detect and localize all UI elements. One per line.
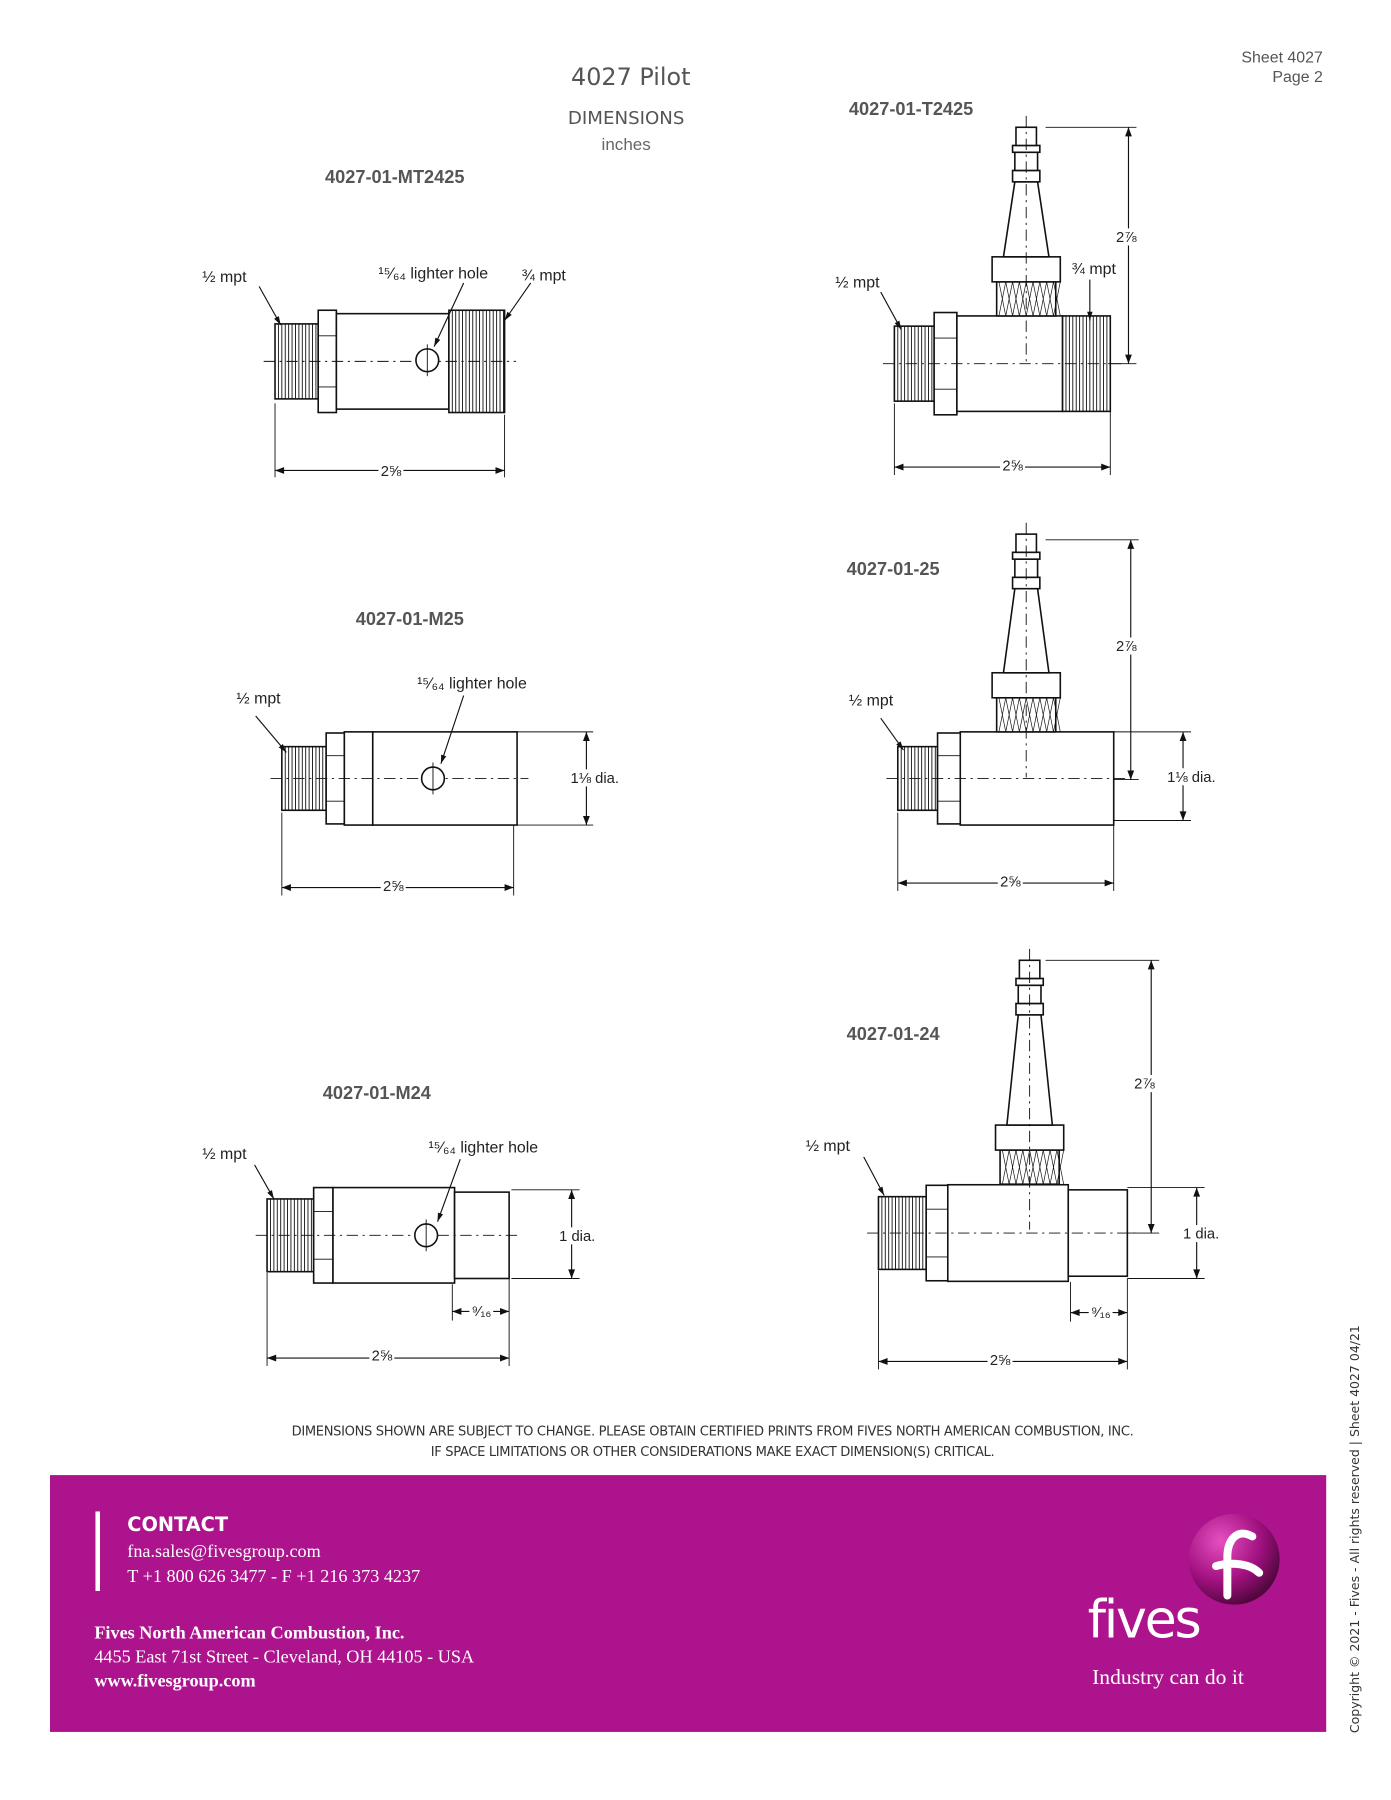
- height-dimension: 2⅞: [1113, 228, 1139, 246]
- knurl: [1039, 697, 1047, 732]
- model-label: 4027-01-M24: [322, 1084, 431, 1104]
- model-label: 4027-01-M25: [355, 610, 464, 630]
- page-number: Page 2: [1272, 67, 1323, 86]
- model-label: 4027-01-MT2425: [325, 168, 465, 188]
- model-label: 4027-01-24: [846, 1025, 940, 1045]
- knurl: [1029, 1150, 1037, 1185]
- height-dimension: 2⅞: [1131, 1075, 1157, 1093]
- knurl: [998, 281, 1007, 316]
- tip-dimension: ⁹⁄₁₆: [469, 1302, 494, 1320]
- knurl: [1002, 1150, 1010, 1185]
- knurl: [1056, 1150, 1065, 1185]
- knurl: [1019, 697, 1027, 732]
- inlet-label: ½ mpt: [202, 1144, 247, 1163]
- diameter-dimension: 1⅛ dia.: [568, 769, 622, 787]
- knurl: [1039, 281, 1047, 316]
- knurl: [1049, 1150, 1058, 1185]
- leader-line: [433, 282, 465, 347]
- copyright-notice: Copyright © 2021 - Fives - All rights re…: [1347, 1325, 1363, 1734]
- leader-arrow: [877, 1186, 885, 1196]
- dimension-arrow: [1193, 1187, 1201, 1279]
- length-dimension: 2⅝: [380, 877, 406, 895]
- fives-logo-icon: [1188, 1513, 1280, 1605]
- disclaimer-line-1: DIMENSIONS SHOWN ARE SUBJECT TO CHANGE. …: [291, 1422, 1134, 1439]
- contact-email[interactable]: fna.sales@fivesgroup.com: [127, 1542, 321, 1562]
- inlet-label: ½ mpt: [236, 688, 281, 707]
- knurl: [1036, 1150, 1044, 1185]
- page-title: 4027 Pilot: [571, 63, 691, 91]
- knurl: [998, 697, 1007, 732]
- knurl: [1053, 281, 1061, 316]
- knurl: [1042, 1150, 1051, 1185]
- leader-line: [440, 695, 465, 764]
- logo-wordmark: fives: [1087, 1588, 1202, 1651]
- knurl: [1005, 281, 1013, 316]
- knurl: [1022, 1150, 1030, 1185]
- leader-line: [436, 1158, 461, 1222]
- knurl: [1012, 281, 1020, 316]
- inlet-label: ½ mpt: [835, 272, 880, 291]
- contact-heading: CONTACT: [127, 1513, 229, 1537]
- knurl: [1025, 281, 1034, 316]
- company-address: 4455 East 71st Street - Cleveland, OH 44…: [94, 1647, 475, 1668]
- leader-arrow: [504, 311, 512, 321]
- leader-arrow: [267, 1190, 274, 1199]
- contact-phone: T +1 800 626 3477 - F +1 216 373 4237: [127, 1567, 421, 1587]
- dimension-arrow: [568, 1189, 576, 1279]
- tip-dimension: ⁹⁄₁₆: [1088, 1303, 1114, 1321]
- inlet-label: ½ mpt: [805, 1136, 850, 1155]
- knurl: [1046, 281, 1054, 316]
- knurl: [1025, 697, 1034, 732]
- hole-label: ¹⁵⁄₆₄ lighter hole: [378, 263, 489, 282]
- leader-arrow: [434, 337, 441, 347]
- leader-arrow: [894, 320, 902, 330]
- leader-arrow: [278, 743, 287, 753]
- model-label: 4027-01-T2425: [848, 100, 974, 120]
- inlet-label: ½ mpt: [848, 690, 894, 710]
- leader-arrow: [896, 741, 904, 751]
- knurl: [1012, 697, 1020, 732]
- outlet-label: ¾ mpt: [1071, 259, 1116, 278]
- footer: CONTACT fna.sales@fivesgroup.com T +1 80…: [50, 1475, 1327, 1732]
- length-dimension: 2⅝: [369, 1346, 395, 1364]
- disclaimer-line-2: IF SPACE LIMITATIONS OR OTHER CONSIDERAT…: [430, 1443, 995, 1460]
- dimension-arrow: [1179, 731, 1187, 821]
- sheet-number: Sheet 4027: [1241, 47, 1323, 66]
- contact-divider: [95, 1511, 101, 1592]
- logo-tagline: Industry can do it: [1092, 1666, 1244, 1690]
- knurl: [1015, 1150, 1024, 1185]
- leader-arrow: [440, 754, 447, 764]
- knurl: [1032, 697, 1041, 732]
- leader-arrow: [1087, 311, 1093, 321]
- knurl: [1032, 281, 1041, 316]
- length-dimension: 2⅝: [987, 1351, 1013, 1369]
- diameter-dimension: 1 dia.: [556, 1227, 598, 1245]
- inlet-label: ½ mpt: [202, 267, 247, 286]
- model-label: 4027-01-25: [846, 560, 940, 580]
- height-dimension: 2⅞: [1113, 637, 1139, 655]
- units-label: inches: [601, 135, 651, 155]
- pilot-stem: [991, 533, 1062, 733]
- knurl: [1046, 697, 1054, 732]
- length-dimension: 2⅝: [1000, 456, 1026, 474]
- knurl: [1019, 281, 1027, 316]
- dimensions-heading: DIMENSIONS: [567, 106, 685, 129]
- company-website[interactable]: www.fivesgroup.com: [94, 1671, 256, 1692]
- leader-arrow: [274, 316, 281, 326]
- knurl: [1053, 697, 1061, 732]
- length-dimension: 2⅝: [997, 872, 1023, 890]
- hole-label: ¹⁵⁄₆₄ lighter hole: [428, 1137, 539, 1156]
- length-dimension: 2⅝: [378, 462, 404, 480]
- company-name: Fives North American Combustion, Inc.: [94, 1623, 405, 1644]
- knurl: [1005, 697, 1013, 732]
- leader-arrow: [437, 1212, 444, 1222]
- knurl: [1008, 1150, 1017, 1185]
- hole-label: ¹⁵⁄₆₄ lighter hole: [417, 673, 527, 693]
- diameter-dimension: 1⅛ dia.: [1164, 768, 1218, 786]
- diameter-dimension: 1 dia.: [1180, 1225, 1222, 1243]
- outlet-label: ¾ mpt: [521, 265, 566, 285]
